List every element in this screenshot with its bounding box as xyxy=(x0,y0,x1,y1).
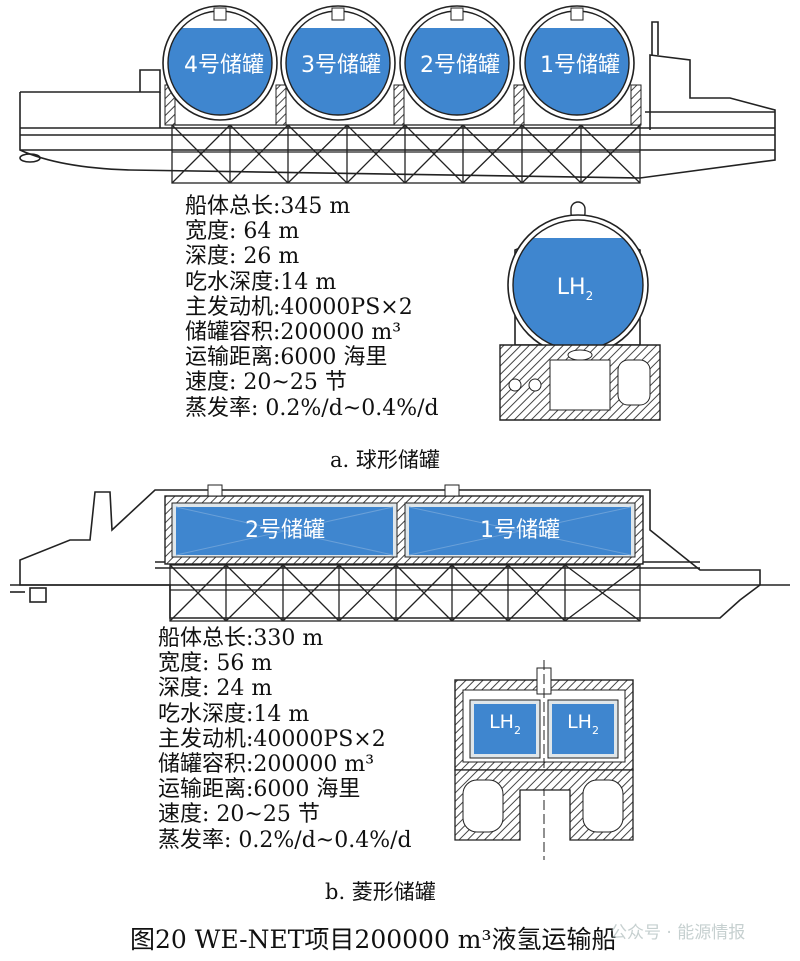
spec-line: 储罐容积:200000 m³ xyxy=(185,320,402,346)
lh2-label: LH2 xyxy=(557,275,593,303)
spec-line: 速度: 20~25 节 xyxy=(185,370,347,396)
tank-label: 1号储罐 xyxy=(480,518,560,543)
spec-line: 蒸发率: 0.2%/d~0.4%/d xyxy=(158,827,412,853)
spec-line: 宽度: 56 m xyxy=(158,651,273,677)
spec-line: 船体总长:345 m xyxy=(185,194,351,219)
sphere-tank-1 xyxy=(519,5,635,121)
figure-caption: 图20 WE-NET项目200000 m³液氢运输船 xyxy=(130,925,617,954)
spec-line: 运输距离:6000 海里 xyxy=(185,345,388,371)
spec-line: 船体总长:330 m xyxy=(158,626,324,651)
lh2-label: LH2 xyxy=(567,711,599,737)
spec-line: 主发动机:40000PS×2 xyxy=(158,726,386,752)
spec-line: 蒸发率: 0.2%/d~0.4%/d xyxy=(185,395,439,421)
spec-line: 速度: 20~25 节 xyxy=(158,802,320,828)
spec-line: 宽度: 64 m xyxy=(185,219,300,245)
spec-line: 深度: 24 m xyxy=(158,676,273,702)
ship-a-cross-section: LH2 xyxy=(499,201,661,421)
sphere-tank-4 xyxy=(162,5,278,121)
lh2-label: LH2 xyxy=(489,711,521,737)
spec-line: 吃水深度:14 m xyxy=(158,701,310,727)
tank-label: 3号储罐 xyxy=(301,53,381,78)
tank-label: 2号储罐 xyxy=(420,53,500,78)
ship-b-specs: 船体总长:330 m 宽度: 56 m 深度: 24 m 吃水深度:14 m 主… xyxy=(158,626,412,853)
spec-line: 运输距离:6000 海里 xyxy=(158,777,361,803)
ship-b-truss xyxy=(169,564,641,622)
spec-line: 主发动机:40000PS×2 xyxy=(185,294,413,320)
spec-line: 储罐容积:200000 m³ xyxy=(158,752,375,778)
spec-line: 吃水深度:14 m xyxy=(185,269,337,295)
rect-tank-2 xyxy=(171,502,398,558)
spec-line: 深度: 26 m xyxy=(185,244,300,270)
ship-a-truss xyxy=(171,124,641,184)
tank-label: 2号储罐 xyxy=(245,518,325,543)
tank-label: 1号储罐 xyxy=(540,53,620,78)
ship-a-hull xyxy=(19,21,776,179)
caption-b: b. 菱形储罐 xyxy=(325,880,436,904)
ship-b-cross-section: LH2 LH2 xyxy=(454,660,634,860)
caption-a: a. 球形储罐 xyxy=(330,448,440,472)
sphere-tank-2 xyxy=(399,5,515,121)
tank-label: 4号储罐 xyxy=(184,53,264,78)
ship-a-specs: 船体总长:345 m 宽度: 64 m 深度: 26 m 吃水深度:14 m 主… xyxy=(185,194,439,421)
sphere-tank-3 xyxy=(280,5,396,121)
watermark: 公众号 · 能源情报 xyxy=(610,923,746,943)
rect-tank-1 xyxy=(404,502,636,558)
